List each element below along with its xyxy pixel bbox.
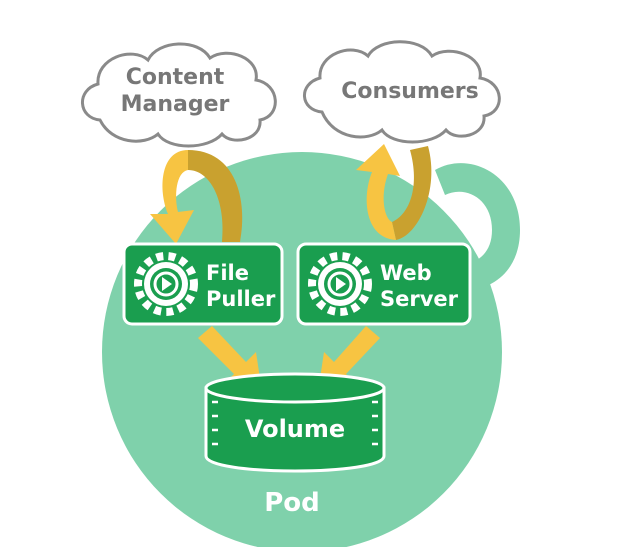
consumers-label: Consumers — [341, 79, 478, 104]
gear-play-icon — [134, 252, 198, 316]
content-manager-label-line1: Content — [126, 65, 225, 90]
web-server-label-line2: Server — [380, 287, 459, 311]
content-manager-cloud: Content Manager — [81, 42, 277, 148]
volume-label: Volume — [245, 415, 345, 443]
content-manager-label-line2: Manager — [121, 92, 230, 117]
content-to-puller-arrow — [150, 150, 243, 244]
consumers-cloud: Consumers — [303, 40, 501, 144]
pod-label: Pod — [264, 488, 320, 518]
file-puller-label-line1: File — [206, 261, 249, 285]
server-to-consumers-arrow — [356, 144, 432, 240]
volume-cylinder: Volume — [204, 372, 386, 473]
web-server-container[interactable]: Web Server — [296, 242, 472, 326]
file-puller-label-line2: Puller — [206, 287, 276, 311]
web-server-label-line1: Web — [380, 261, 432, 285]
gear-play-icon — [308, 252, 372, 316]
file-puller-container[interactable]: File Puller — [122, 242, 284, 326]
